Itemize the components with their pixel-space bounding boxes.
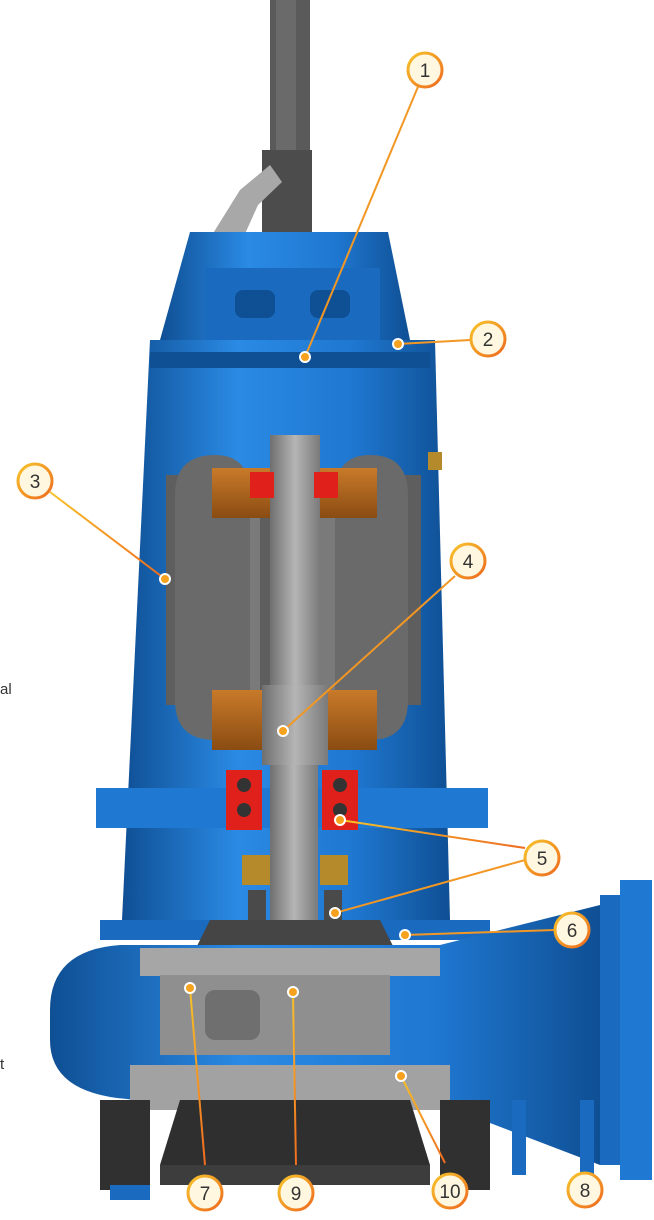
callout-8: 8 [566, 1171, 604, 1209]
svg-text:2: 2 [483, 330, 494, 351]
callout-6: 6 [553, 911, 591, 949]
svg-text:7: 7 [200, 1184, 211, 1205]
callout-2: 2 [469, 320, 507, 358]
anchor-dots [159, 338, 411, 1082]
callout-7: 7 [186, 1174, 224, 1212]
svg-text:4: 4 [463, 552, 474, 573]
callout-3: 3 [16, 462, 54, 500]
callout-10: 10 [431, 1172, 469, 1210]
svg-text:3: 3 [30, 472, 41, 493]
svg-text:5: 5 [537, 849, 548, 870]
callout-1: 1 [406, 51, 444, 89]
svg-text:10: 10 [439, 1182, 460, 1203]
svg-text:9: 9 [291, 1184, 302, 1205]
callout-9: 9 [277, 1174, 315, 1212]
callout-4: 4 [449, 542, 487, 580]
callout-5: 5 [523, 839, 561, 877]
base-foot [110, 1100, 594, 1200]
edge-text-left-bottom: t [0, 1056, 5, 1073]
svg-text:1: 1 [420, 61, 431, 82]
svg-text:6: 6 [567, 921, 578, 942]
lifting-handle [262, 0, 312, 240]
bearings [226, 472, 358, 830]
edge-text-left-top: al [0, 681, 12, 698]
leader-lines [49, 81, 556, 1166]
svg-text:8: 8 [580, 1181, 591, 1202]
